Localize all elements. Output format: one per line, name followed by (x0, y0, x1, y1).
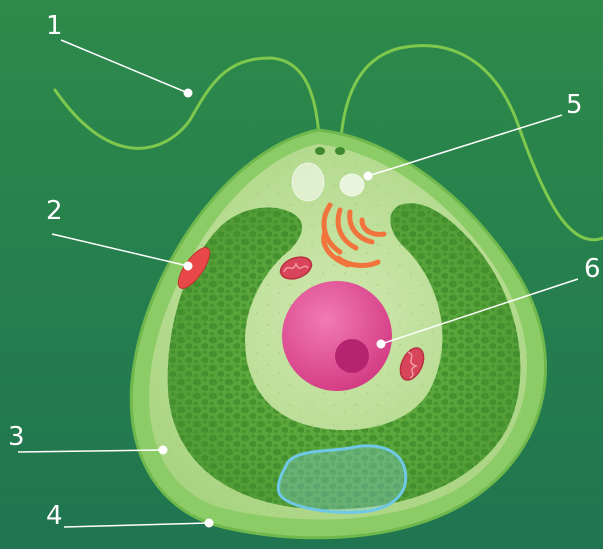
nucleus (282, 281, 392, 391)
label-2: 2 (46, 198, 63, 224)
label-1: 1 (46, 13, 63, 39)
contractile-vacuole-small (340, 174, 364, 196)
label-6: 6 (584, 256, 601, 282)
contractile-vacuole-large (292, 163, 324, 201)
label-4: 4 (46, 503, 63, 529)
starch-body (278, 446, 405, 513)
label-5: 5 (566, 92, 583, 118)
label-3: 3 (8, 424, 25, 450)
